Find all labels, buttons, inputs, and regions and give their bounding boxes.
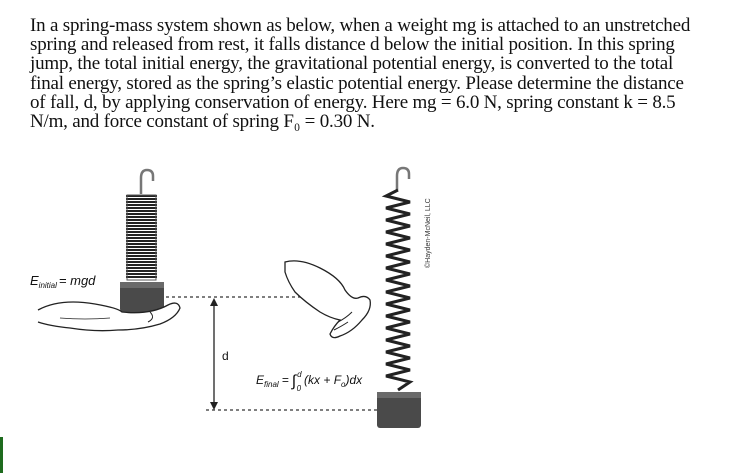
question-text: In a spring-mass system shown as below, … [30, 16, 742, 131]
left-mass-block [120, 282, 164, 312]
distance-arrow [210, 298, 218, 410]
right-mass-block [377, 392, 421, 428]
question-line-4: final energy, stored as the spring’s ela… [30, 72, 684, 94]
question-line-5: of fall, d, by applying conservation of … [30, 91, 676, 113]
left-spring-sheath [126, 194, 157, 281]
question-line-3: jump, the total initial energy, the grav… [30, 53, 674, 75]
question-line-1: In a spring-mass system shown as below, … [30, 15, 691, 36]
right-spring-hook [395, 166, 411, 190]
left-spring-coils [126, 195, 157, 278]
left-spring-hook [139, 168, 155, 194]
left-hand [37, 301, 181, 332]
left-accent-bar [0, 437, 3, 473]
question-line-2: spring and released from rest, it falls … [30, 34, 675, 56]
initial-spring-assembly [37, 168, 181, 332]
question-line-6: N/m, and force constant of spring F₀ = 0… [30, 111, 375, 133]
final-spring-assembly [377, 166, 421, 428]
right-spring-coils [381, 188, 414, 392]
copyright-text: ©Hayden-McNeil, LLC [424, 198, 432, 268]
right-hand [284, 260, 371, 339]
distance-label: d [222, 349, 229, 363]
initial-energy-label: Einitial= mgd [30, 273, 96, 290]
